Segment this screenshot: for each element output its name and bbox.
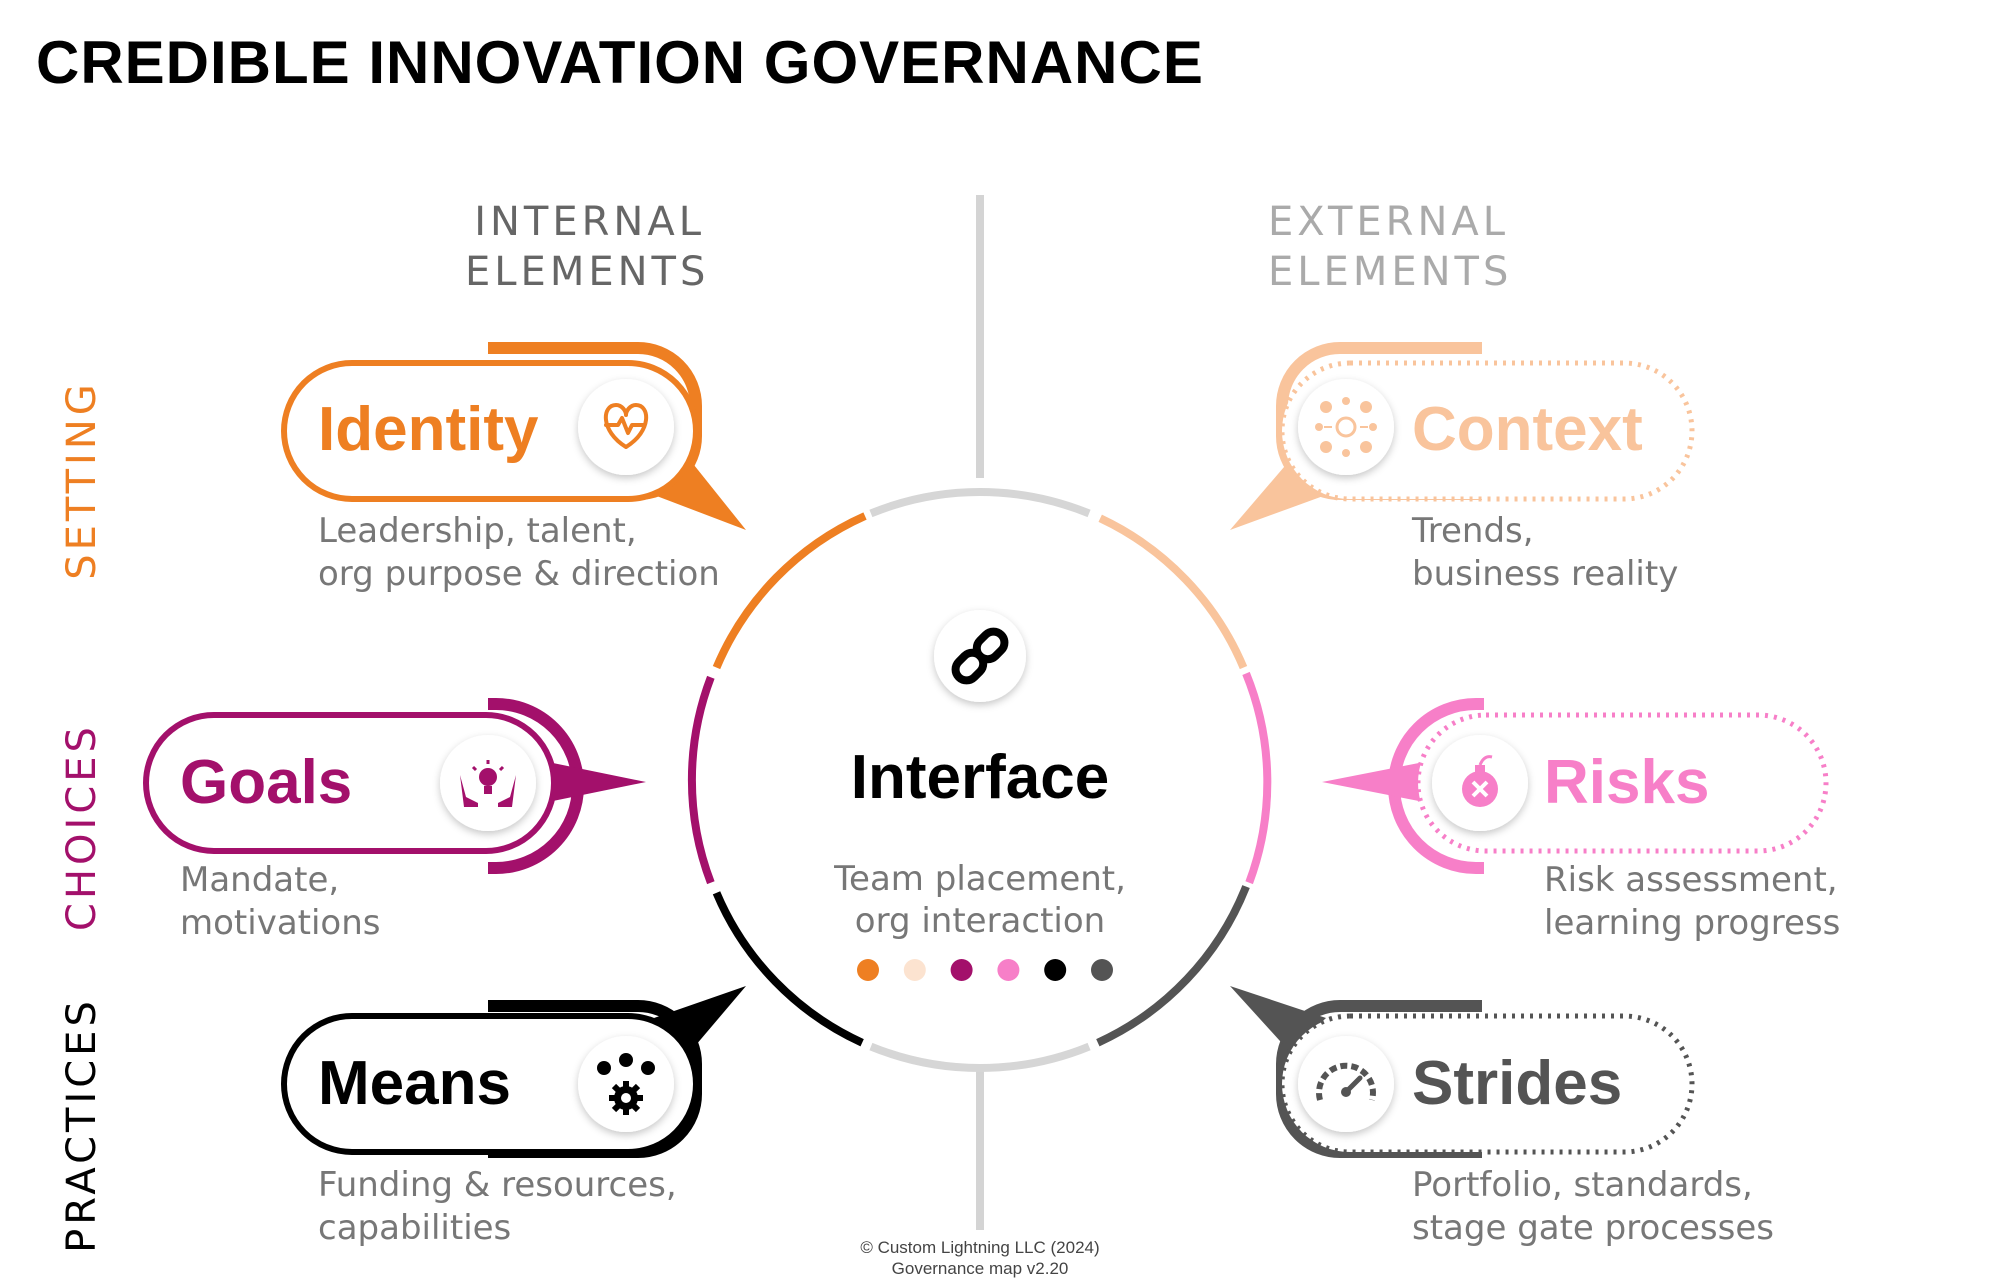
external-heading-line1: EXTERNAL — [1268, 199, 1510, 245]
identity-desc-line2: org purpose & direction — [318, 554, 720, 594]
network-hub-icon — [1315, 397, 1377, 457]
identity-shape — [281, 342, 746, 530]
gear-resources-icon — [597, 1053, 655, 1115]
strides-description: Portfolio, standards, stage gate process… — [1412, 1164, 1774, 1250]
internal-heading-line1: INTERNAL — [474, 199, 705, 245]
context-desc-line1: Trends, — [1412, 511, 1534, 551]
color-dot-5 — [1044, 959, 1067, 981]
means-description: Funding & resources, capabilities — [318, 1164, 677, 1250]
heart-pulse-icon — [603, 403, 649, 449]
interface-description: Team placement, org interaction — [780, 858, 1180, 942]
ring-segment-goals — [687, 675, 715, 885]
means-shape — [281, 986, 746, 1158]
external-heading-line2: ELEMENTS — [1268, 249, 1513, 295]
speedometer-icon — [1316, 1062, 1376, 1101]
link-icon — [951, 627, 1009, 685]
risks-desc-line2: learning progress — [1544, 903, 1841, 943]
color-dot-6 — [1091, 959, 1113, 981]
ring-segment-bottom — [869, 1042, 1091, 1072]
identity-description: Leadership, talent, org purpose & direct… — [318, 510, 720, 596]
interface-desc-line2: org interaction — [854, 901, 1106, 941]
bomb-icon — [1462, 755, 1498, 807]
color-dot-1 — [857, 959, 879, 981]
version-line: Governance map v2.20 — [891, 1259, 1069, 1278]
ring-segment-identity — [712, 512, 867, 670]
interface-circle — [692, 492, 1268, 1068]
means-label: Means — [318, 1049, 511, 1118]
goals-desc-line1: Mandate, — [180, 860, 340, 900]
ring-segment-context — [1098, 514, 1248, 670]
identity-label: Identity — [318, 395, 539, 464]
identity-desc-line1: Leadership, talent, — [318, 511, 637, 551]
goals-label: Goals — [180, 748, 353, 817]
risks-description: Risk assessment, learning progress — [1544, 859, 1840, 945]
internal-heading-line2: ELEMENTS — [465, 249, 710, 295]
hands-lightbulb-icon — [460, 760, 516, 807]
color-dot-4 — [997, 959, 1020, 981]
external-elements-heading: EXTERNAL ELEMENTS — [1268, 197, 1548, 297]
page-title: CREDIBLE INNOVATION GOVERNANCE — [36, 29, 1204, 96]
risks-desc-line1: Risk assessment, — [1544, 860, 1838, 900]
context-label: Context — [1412, 395, 1643, 464]
color-legend-dots — [857, 959, 1113, 981]
copyright-line: © Custom Lightning LLC (2024) — [860, 1238, 1100, 1257]
strides-shape — [1230, 986, 1695, 1158]
interface-desc-line1: Team placement, — [834, 859, 1126, 899]
context-description: Trends, business reality — [1412, 510, 1678, 596]
color-dot-3 — [950, 959, 973, 981]
copyright-footer: © Custom Lightning LLC (2024) Governance… — [780, 1237, 1180, 1279]
color-dot-2 — [903, 959, 926, 981]
means-desc-line1: Funding & resources, — [318, 1165, 677, 1205]
goals-description: Mandate, motivations — [180, 859, 381, 945]
goals-desc-line2: motivations — [180, 903, 381, 943]
risks-label: Risks — [1544, 748, 1710, 817]
ring-segment-risks — [1242, 671, 1272, 885]
interface-label: Interface — [850, 743, 1110, 812]
strides-desc-line2: stage gate processes — [1412, 1208, 1774, 1248]
ring-segment-strides — [1096, 885, 1250, 1047]
context-desc-line2: business reality — [1412, 554, 1679, 594]
ring-segment-top — [869, 488, 1091, 518]
strides-desc-line1: Portfolio, standards, — [1412, 1165, 1753, 1205]
means-desc-line2: capabilities — [318, 1208, 512, 1248]
strides-label: Strides — [1412, 1049, 1623, 1118]
internal-elements-heading: INTERNAL ELEMENTS — [465, 197, 705, 297]
ring-segment-means — [712, 891, 864, 1047]
